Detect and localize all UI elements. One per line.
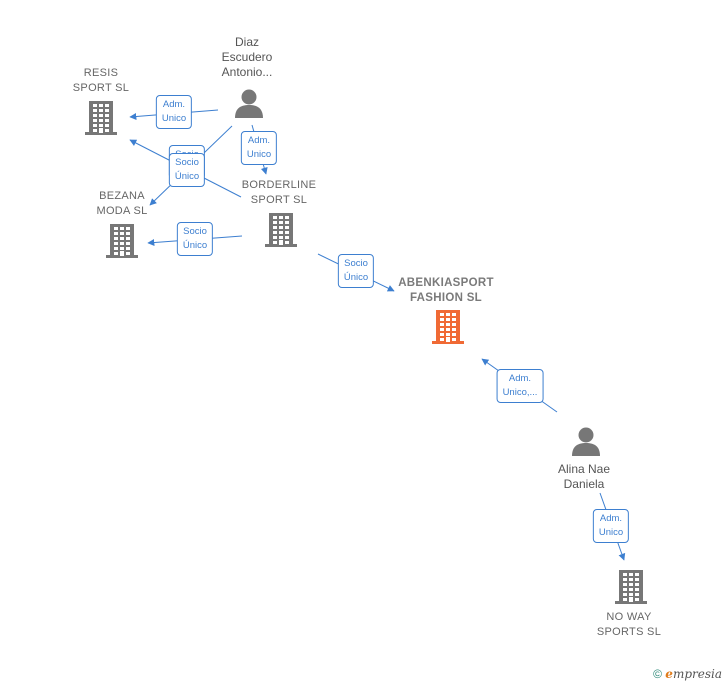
node-label-line: FASHION SL <box>409 292 483 304</box>
node-label-line: SPORT SL <box>72 82 130 94</box>
node-label-line: Diaz <box>234 35 260 49</box>
edge-label-line: Unico <box>246 149 272 160</box>
person-icon-diaz[interactable] <box>235 89 263 119</box>
edge-label-line: Socio <box>183 226 207 237</box>
edge-label-diaz-to-borderline[interactable]: Adm. Unico <box>240 131 278 165</box>
node-label-line: Antonio... <box>221 65 273 79</box>
node-label-abenkia[interactable]: ABENKIASPORT FASHION SL <box>398 276 494 306</box>
edge-label-line: Adm. <box>247 135 271 146</box>
node-label-line: SPORTS SL <box>596 626 662 638</box>
edge-label-line: Unico <box>598 527 624 538</box>
node-label-line: Daniela <box>563 477 605 491</box>
edge-label-line: Adm. <box>599 513 623 524</box>
edge-label-line: Unico,... <box>502 387 538 398</box>
edge-label-line: Socio <box>344 258 368 269</box>
edge-label-diaz-to-resis[interactable]: Adm. Unico <box>155 95 193 129</box>
brand-logo-initial: e <box>665 667 673 681</box>
node-label-line: SPORT SL <box>250 194 308 206</box>
node-label-line: ABENKIASPORT <box>398 277 494 289</box>
node-label-line: RESIS <box>83 67 119 79</box>
node-label-resis[interactable]: RESIS SPORT SL <box>73 66 129 96</box>
brand-name: mpresia <box>672 667 722 681</box>
edge-label-line: Unico <box>161 113 187 124</box>
node-label-line: Alina Nae <box>557 462 611 476</box>
node-label-line: BORDERLINE <box>241 179 317 191</box>
edge-label-line: Único <box>174 171 200 182</box>
edge-label-alina-to-noway[interactable]: Adm. Unico <box>592 509 630 543</box>
node-label-line: Escudero <box>221 50 273 64</box>
node-label-line: BEZANA <box>99 190 145 202</box>
edge-label-line: Adm. <box>508 373 532 384</box>
edge-label-line: Único <box>343 272 369 283</box>
node-label-line: NO WAY <box>606 611 652 623</box>
copyright-icon: © <box>653 667 662 681</box>
building-icon-borderline[interactable] <box>265 213 297 247</box>
brand-footer: © empresia <box>653 667 722 681</box>
edge-label-alina-to-abenkia[interactable]: Adm. Unico,... <box>496 369 544 403</box>
building-icon-resis[interactable] <box>85 101 117 135</box>
node-label-bezana[interactable]: BEZANA MODA SL <box>96 189 147 219</box>
person-icon-alina[interactable] <box>572 427 600 457</box>
building-icon-bezana[interactable] <box>106 224 138 258</box>
node-label-line: MODA SL <box>96 205 148 217</box>
node-label-borderline[interactable]: BORDERLINE SPORT SL <box>242 178 317 208</box>
edge-label-line: Adm. <box>162 99 186 110</box>
edge-label-line: Único <box>182 240 208 251</box>
building-icon-abenkia[interactable] <box>432 310 464 344</box>
building-icon-noway[interactable] <box>615 570 647 604</box>
edge-label-line: Socio <box>175 157 199 168</box>
node-label-noway[interactable]: NO WAY SPORTS SL <box>597 610 661 640</box>
